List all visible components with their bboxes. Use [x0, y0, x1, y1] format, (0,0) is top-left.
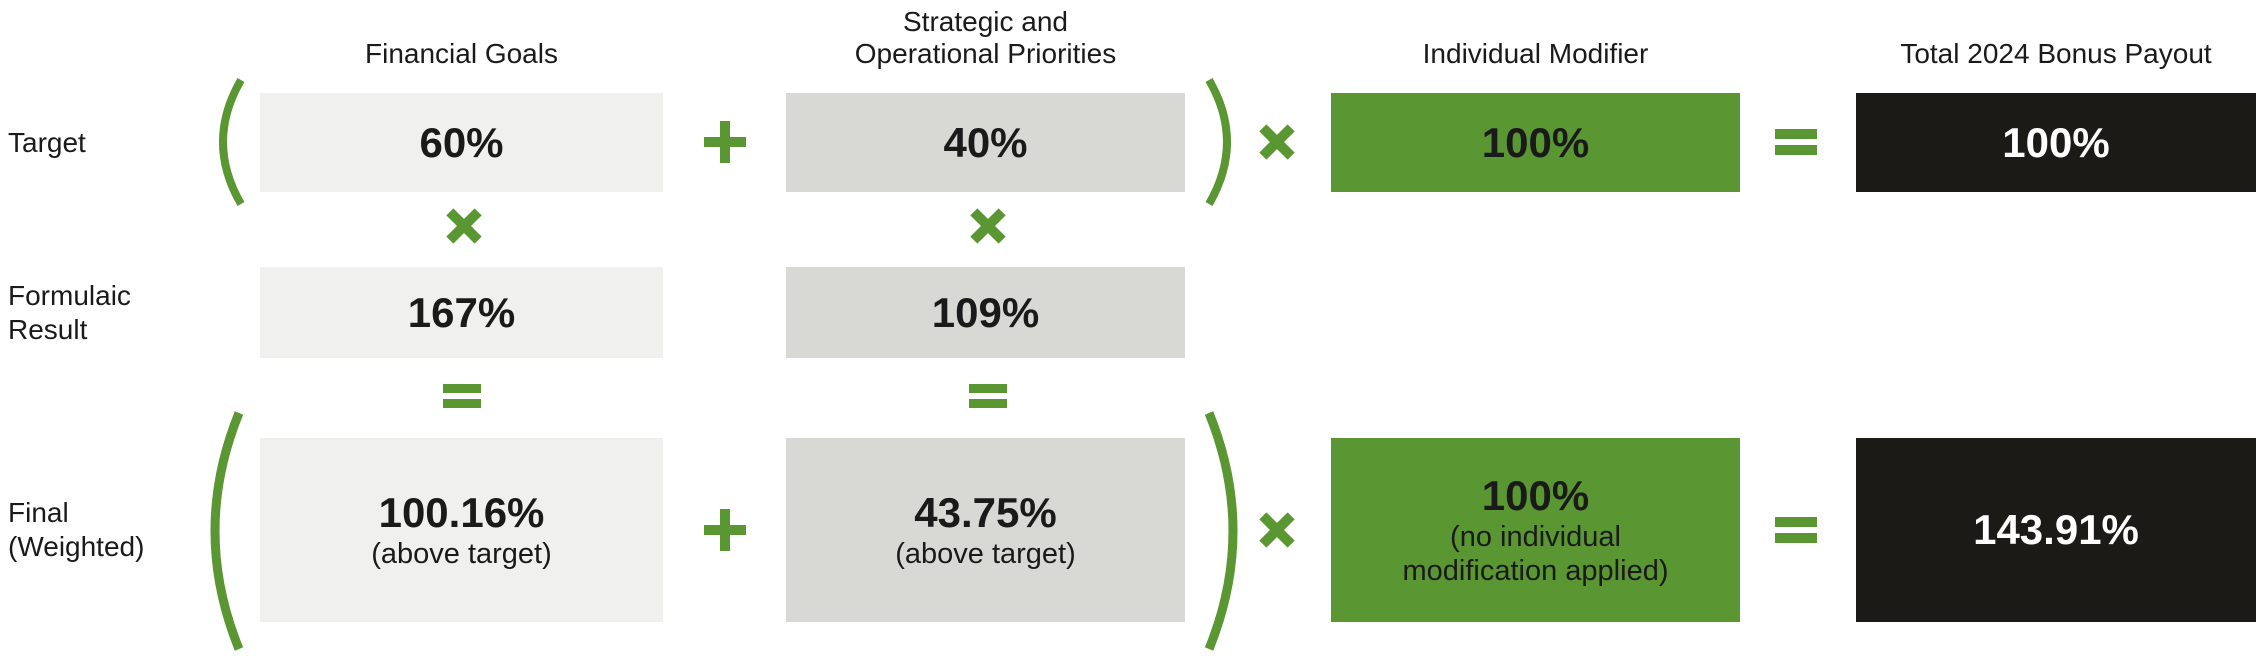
close-paren-target-row	[1204, 77, 1234, 207]
multiply-icon	[968, 206, 1008, 246]
open-paren-final-row	[207, 408, 245, 654]
plus-icon	[701, 118, 749, 166]
final-strategic-note: (above target)	[895, 538, 1076, 570]
row-label-formulaic-result: Formulaic Result	[8, 279, 131, 345]
column-header-financial-goals: Financial Goals	[365, 38, 558, 69]
final-strategic-box: 43.75% (above target)	[786, 438, 1185, 622]
target-financial-goals-weight-box: 60%	[260, 93, 663, 192]
equals-icon	[1774, 127, 1818, 157]
equals-icon	[968, 383, 1008, 409]
row-label-target: Target	[8, 126, 86, 158]
final-financial-goals-box: 100.16% (above target)	[260, 438, 663, 622]
multiply-icon	[444, 206, 484, 246]
final-individual-modifier-value: 100%	[1481, 472, 1590, 519]
target-total-bonus-payout-value: 100%	[2002, 118, 2110, 166]
formulaic-result-financial-goals-value: 167%	[407, 288, 516, 336]
row-label-final-weighted: Final (Weighted)	[8, 497, 145, 562]
formulaic-result-financial-goals-box: 167%	[260, 267, 663, 358]
final-financial-goals-value: 100.16%	[378, 489, 545, 536]
equals-icon	[442, 383, 482, 409]
final-total-bonus-payout-value: 143.91%	[1973, 506, 2139, 553]
column-header-individual-modifier: Individual Modifier	[1422, 38, 1649, 69]
target-individual-modifier-box: 100%	[1331, 93, 1740, 192]
column-header-total-bonus-payout: Total 2024 Bonus Payout	[1900, 38, 2212, 69]
multiply-icon	[1257, 122, 1297, 162]
column-header-strategic-operational: Strategic and Operational Priorities	[854, 6, 1117, 69]
final-individual-modifier-note: (no individual modification applied)	[1402, 521, 1669, 587]
target-total-bonus-payout-box: 100%	[1856, 93, 2256, 192]
plus-icon	[701, 506, 749, 554]
target-strategic-weight-value: 40%	[943, 118, 1028, 166]
target-strategic-weight-box: 40%	[786, 93, 1185, 192]
final-individual-modifier-box: 100% (no individual modification applied…	[1331, 438, 1740, 622]
open-paren-target-row	[216, 77, 246, 207]
close-paren-final-row	[1203, 408, 1241, 654]
formulaic-result-strategic-value: 109%	[931, 288, 1040, 336]
final-financial-goals-note: (above target)	[371, 538, 552, 570]
target-individual-modifier-value: 100%	[1481, 118, 1590, 166]
equals-icon	[1774, 515, 1818, 545]
target-financial-goals-weight-value: 60%	[419, 118, 504, 166]
formulaic-result-strategic-box: 109%	[786, 267, 1185, 358]
multiply-icon	[1257, 510, 1297, 550]
final-total-bonus-payout-box: 143.91%	[1856, 438, 2256, 622]
final-strategic-value: 43.75%	[914, 489, 1057, 536]
